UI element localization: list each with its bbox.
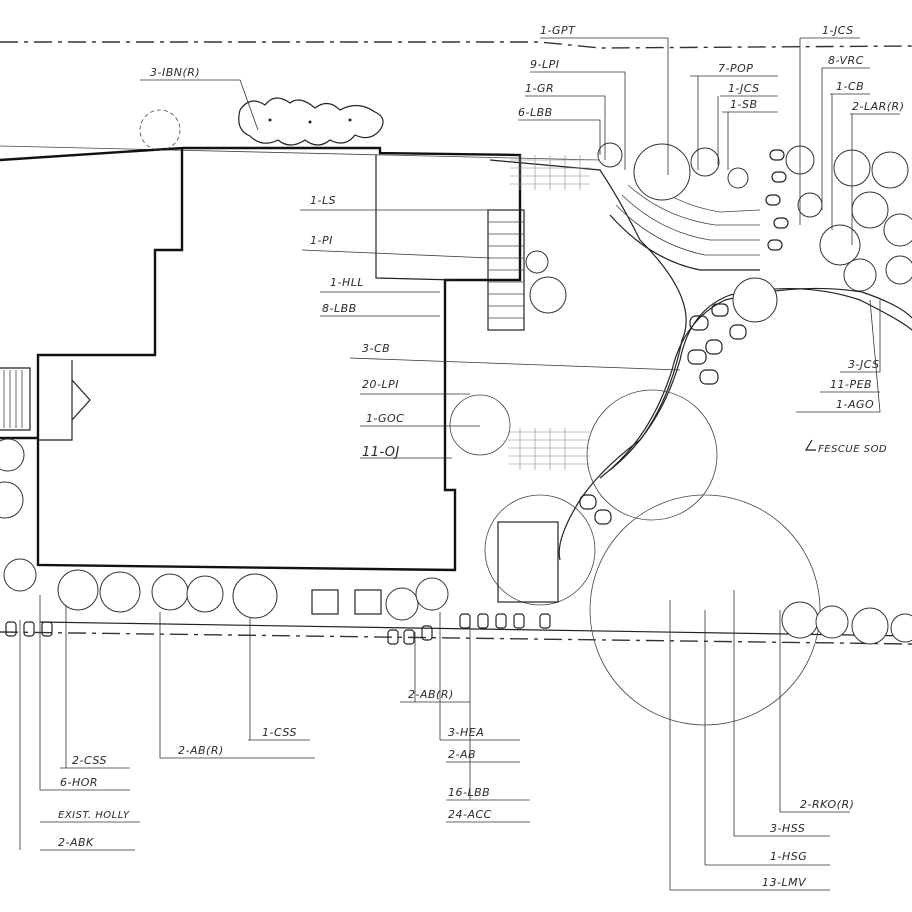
plant-labels-right: 3-JCS 11-PEB 1-AGO FESCUE SOD	[804, 358, 887, 455]
dashed-tree-existing	[139, 109, 181, 151]
garage-wall	[375, 155, 456, 281]
label-1-gr: 1-GR	[525, 82, 554, 95]
top-right-plants	[597, 142, 912, 323]
label-8-lbb: 8-LBB	[322, 302, 357, 315]
label-1-sb: 1-SB	[730, 98, 758, 111]
label-2-ab-r-b: 2-AB(R)	[408, 688, 454, 701]
fence-line	[0, 145, 601, 161]
label-2-ab-r-a: 2-AB(R)	[178, 744, 224, 757]
label-3-jcs: 3-JCS	[848, 358, 880, 371]
label-3-cb: 3-CB	[362, 342, 390, 355]
groundcover-hatch-2	[508, 428, 590, 470]
house-plants	[0, 250, 567, 519]
label-1-hsg: 1-HSG	[770, 850, 807, 863]
label-2-css: 2-CSS	[72, 754, 107, 767]
label-16-lbb: 16-LBB	[448, 786, 490, 799]
label-11-oj: 11-OJ	[362, 445, 400, 460]
groundcover-hatch-1	[510, 155, 590, 190]
plant-labels-top: 1-GPT 9-LPI 1-GR 6-LBB 7-POP 1-JCS 1-SB …	[150, 24, 905, 119]
label-1-jcs-b: 1-JCS	[822, 24, 854, 37]
property-line-top	[0, 41, 912, 49]
label-1-goc: 1-GOC	[366, 412, 404, 425]
porch-stairs-left	[3, 370, 23, 428]
deck-stairs	[487, 209, 525, 331]
front-step-2	[354, 589, 382, 615]
label-3-ibn: 3-IBN(R)	[150, 66, 200, 79]
label-3-hea: 3-HEA	[448, 726, 484, 739]
label-9-lpi: 9-LPI	[530, 58, 559, 71]
label-3-hss: 3-HSS	[770, 822, 805, 835]
label-1-pi: 1-PI	[310, 234, 333, 247]
label-1-jcs-a: 1-JCS	[728, 82, 760, 95]
canopy-tree-small	[484, 494, 596, 606]
front-shrub-row	[3, 558, 912, 645]
plant-labels-bottom: 2-CSS 6-HOR EXIST. HOLLY 2-ABK 2-AB(R) 1…	[58, 688, 854, 889]
canopy-tree-medium	[586, 389, 718, 521]
raised-planter	[497, 521, 559, 603]
label-1-css: 1-CSS	[262, 726, 297, 739]
stepping-stones	[579, 149, 789, 525]
edging-blocks	[5, 613, 551, 645]
property-line-front	[0, 631, 912, 645]
fescue-arrow	[804, 439, 816, 451]
bed-edge-curve-2	[599, 287, 912, 479]
label-1-ago: 1-AGO	[836, 398, 874, 411]
label-exist-holly: EXIST. HOLLY	[58, 810, 130, 821]
label-11-peb: 11-PEB	[830, 378, 872, 391]
top-shrub-row	[238, 97, 384, 146]
front-step-1	[311, 589, 339, 615]
label-6-lbb: 6-LBB	[518, 106, 553, 119]
leader-lines	[19, 37, 900, 891]
plant-labels-house: 1-LS 1-PI 1-HLL 8-LBB 3-CB 20-LPI 1-GOC …	[310, 194, 404, 460]
label-2-abk: 2-ABK	[58, 836, 94, 849]
side-porch	[0, 367, 31, 431]
label-2-rko-r: 2-RKO(R)	[800, 798, 854, 811]
label-13-lmv: 13-LMV	[762, 876, 807, 889]
patio-tree	[449, 394, 511, 456]
label-6-hor: 6-HOR	[60, 776, 98, 789]
label-24-acc: 24-ACC	[448, 808, 492, 821]
label-fescue-sod: FESCUE SOD	[818, 444, 887, 455]
label-2-ab: 2-AB	[448, 748, 476, 761]
sidewalk-line	[39, 621, 912, 637]
label-7-pop: 7-POP	[718, 62, 753, 75]
label-1-hll: 1-HLL	[330, 276, 364, 289]
label-8-vrc: 8-VRC	[828, 54, 864, 67]
house-footprint	[0, 146, 522, 572]
house-step	[38, 360, 91, 441]
label-1-cb: 1-CB	[836, 80, 864, 93]
label-1-ls: 1-LS	[310, 194, 336, 207]
label-1-gpt: 1-GPT	[540, 24, 576, 37]
bed-edge-curve	[609, 287, 912, 471]
label-20-lpi: 20-LPI	[362, 378, 399, 391]
label-2-lar: 2-LAR(R)	[852, 100, 905, 113]
curved-steps	[609, 174, 761, 271]
